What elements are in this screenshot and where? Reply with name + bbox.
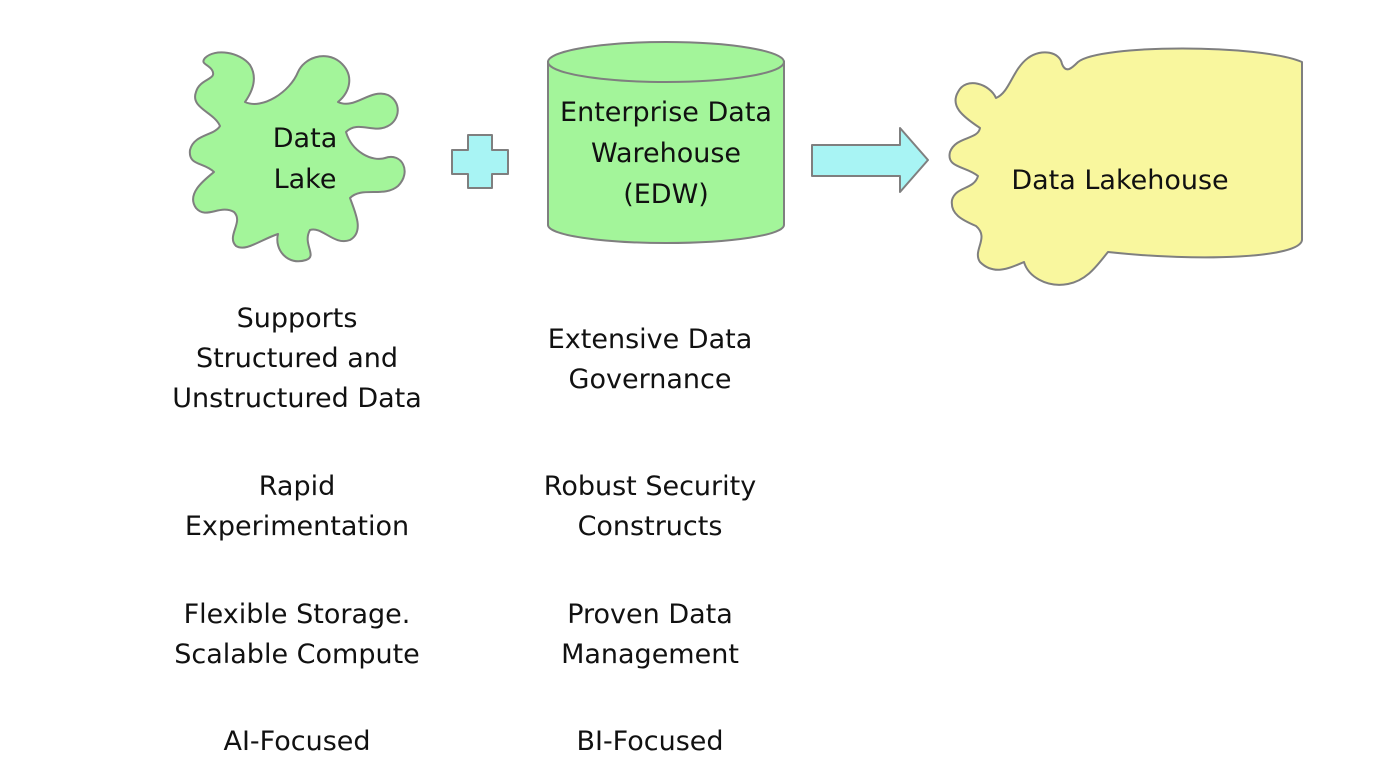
- edw-feature-3: Proven Data Management: [561, 599, 739, 670]
- data-lakehouse-shape: [948, 47, 1303, 286]
- data-lake-feature-4: AI-Focused: [223, 726, 371, 757]
- edw-cylinder-top: [547, 41, 785, 83]
- edw-feature-1: Extensive Data Governance: [547, 324, 753, 395]
- edw-cylinder-body: [547, 61, 785, 244]
- data-lake-feature-3: Flexible Storage. Scalable Compute: [174, 599, 420, 670]
- right-arrow: [811, 127, 929, 193]
- data-lake-label: Data Lake: [272, 123, 338, 195]
- data-lake-feature-2: Rapid Experimentation: [184, 471, 410, 542]
- data-lake-puzzle-piece: [188, 51, 406, 263]
- data-lakehouse-label: Data Lakehouse: [1011, 165, 1229, 196]
- plus-sign: [451, 134, 509, 189]
- data-lake-feature-1: Supports Structured and Unstructured Dat…: [172, 303, 422, 414]
- edw-feature-4: BI-Focused: [576, 726, 724, 757]
- edw-label: Enterprise Data Warehouse (EDW): [560, 97, 772, 210]
- edw-feature-2: Robust Security Constructs: [543, 471, 757, 542]
